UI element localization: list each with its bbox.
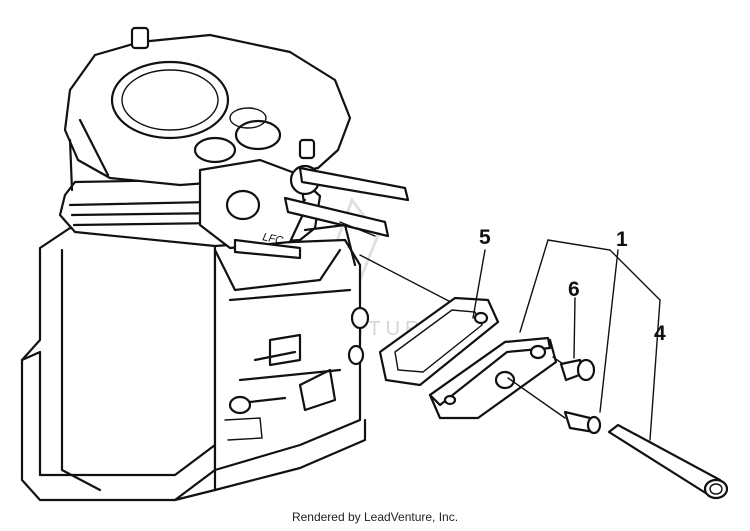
callout-leaders xyxy=(472,239,661,441)
tube-part xyxy=(607,423,729,500)
gasket-part xyxy=(378,296,500,387)
cylinder-head: LFC xyxy=(58,26,410,292)
callout-labels: 5 1 6 4 xyxy=(479,226,666,345)
engine-block xyxy=(20,226,370,502)
callout-6: 6 xyxy=(568,278,580,301)
callout-5: 5 xyxy=(479,226,491,249)
callout-1: 1 xyxy=(616,228,628,251)
mounting-plate-part xyxy=(428,336,558,420)
callout-4: 4 xyxy=(654,322,666,345)
pin-part xyxy=(507,377,602,435)
screw-part xyxy=(552,356,596,382)
footer-credit: Rendered by LeadVenture, Inc. xyxy=(291,510,459,524)
